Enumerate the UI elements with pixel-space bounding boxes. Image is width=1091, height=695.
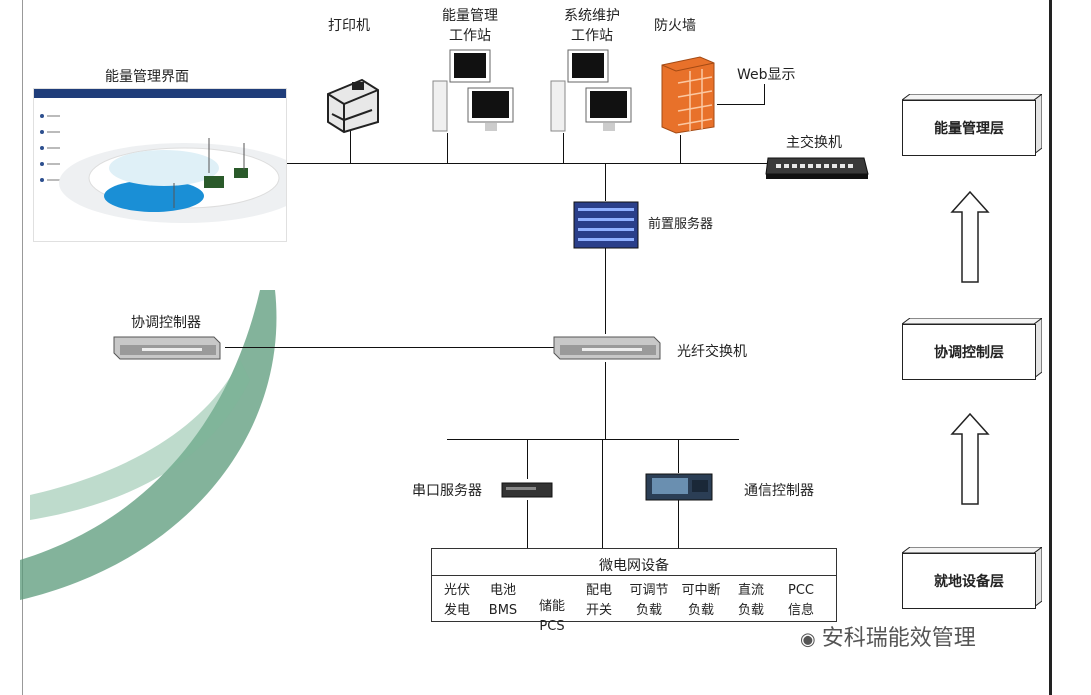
ws-maint-label-2: 工作站 (571, 28, 613, 44)
energy-ui-screenshot (33, 88, 287, 242)
up-arrow-icon (950, 190, 990, 283)
layer-local: 就地设备层 (902, 547, 1042, 609)
microgrid-item: 光伏发电 (443, 583, 470, 618)
bottom-bus-line (447, 439, 739, 440)
layer-coordination-label: 协调控制层 (902, 324, 1036, 380)
printer-icon (327, 78, 379, 134)
firewall-drop (680, 135, 681, 163)
fiber-switch-label: 光纤交换机 (677, 344, 747, 360)
bus-to-comm (678, 439, 679, 473)
ws2-drop (563, 133, 564, 163)
bus-to-micro (602, 439, 603, 548)
web-callout-h (717, 104, 765, 105)
layer-coordination: 协调控制层 (902, 318, 1042, 380)
watermark: ◉安科瑞能效管理 (800, 620, 976, 652)
comm-controller-icon (645, 473, 713, 501)
microgrid-item: 可调节负载 (629, 583, 669, 618)
microgrid-item: 配电开关 (585, 583, 612, 618)
front-server-label: 前置服务器 (648, 217, 714, 232)
ws-energy-label: 能量管理 工作站 (440, 6, 500, 46)
energy-ui-label: 能量管理界面 (105, 69, 189, 85)
ws-maint-label: 系统维护 工作站 (557, 6, 627, 46)
comm-controller-label: 通信控制器 (744, 483, 814, 499)
coordinator-link (225, 347, 555, 348)
watermark-text: 安科瑞能效管理 (821, 626, 976, 651)
printer-label: 打印机 (328, 18, 370, 34)
comm-to-micro (678, 500, 679, 548)
fiber-to-bus (605, 362, 606, 439)
workstation-icon (432, 49, 514, 132)
workstation-icon-2 (550, 49, 632, 132)
wechat-icon: ◉ (800, 629, 816, 650)
server-to-fiber (605, 248, 606, 334)
fiber-switch-icon (553, 336, 661, 360)
printer-drop (350, 128, 351, 163)
ws-maint-label-1: 系统维护 (564, 8, 620, 24)
up-arrow-icon (950, 412, 990, 505)
layer-local-label: 就地设备层 (902, 553, 1036, 609)
serial-to-micro (527, 500, 528, 548)
page-left-edge (22, 0, 23, 695)
firewall-icon (661, 56, 715, 134)
main-switch-icon (765, 157, 869, 179)
microgrid-item: 直流负载 (737, 583, 764, 618)
layer-energy-label: 能量管理层 (902, 100, 1036, 156)
coordinator-icon (113, 336, 221, 360)
serial-server-label: 串口服务器 (412, 483, 482, 499)
ws1-drop (447, 133, 448, 163)
ws-energy-label-1: 能量管理 (442, 8, 498, 24)
coordinator-label: 协调控制器 (131, 315, 201, 331)
bus-to-serial (527, 439, 528, 479)
ws-energy-label-2: 工作站 (449, 28, 491, 44)
microgrid-title: 微电网设备 (599, 558, 669, 574)
page-right-edge (1049, 0, 1052, 695)
bus-to-server (605, 163, 606, 201)
firewall-label: 防火墙 (654, 18, 696, 34)
web-callout-v (764, 84, 765, 104)
front-server-icon (573, 201, 639, 249)
top-bus-line (285, 163, 785, 164)
main-switch-label: 主交换机 (786, 135, 842, 151)
microgrid-item: 可中断负载 (681, 583, 721, 618)
serial-server-icon (501, 482, 553, 498)
web-display-label: Web显示 (737, 67, 796, 83)
layer-energy: 能量管理层 (902, 94, 1042, 156)
